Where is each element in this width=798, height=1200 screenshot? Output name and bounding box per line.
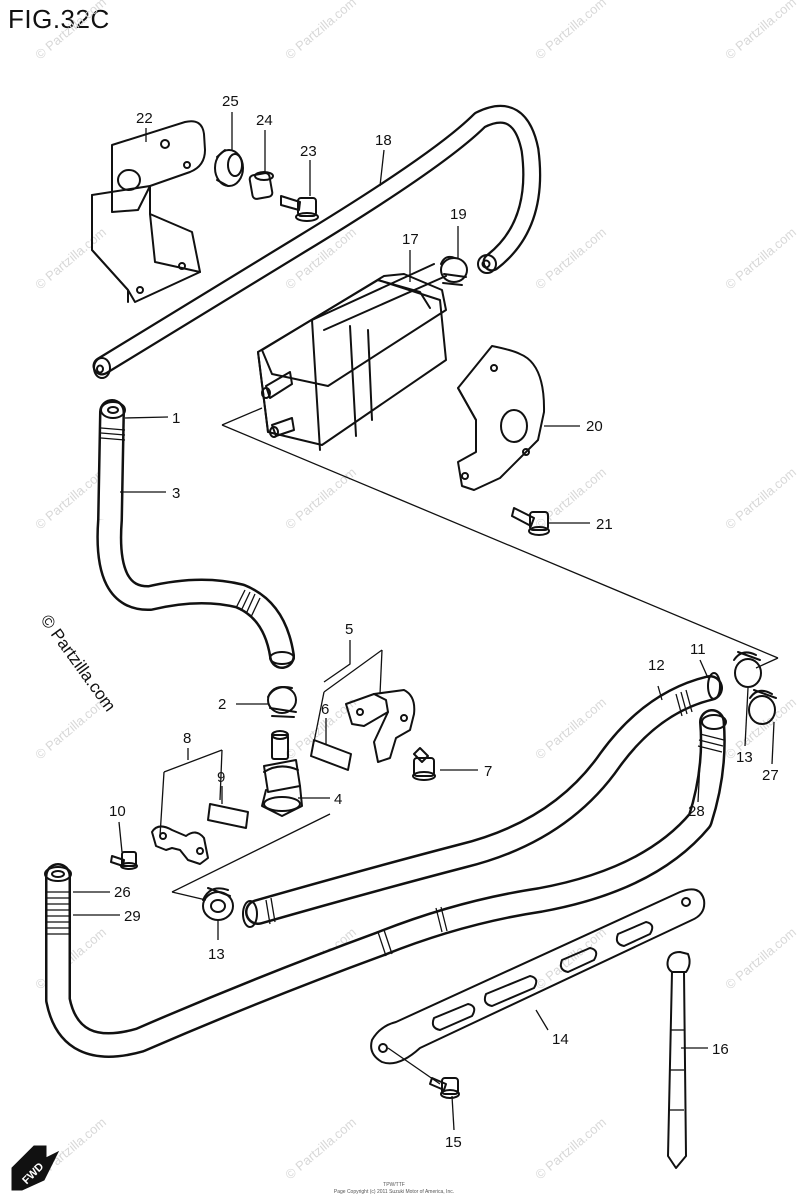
bracket-14 bbox=[370, 888, 706, 1065]
label-13-right: 13 bbox=[736, 749, 753, 766]
label-21: 21 bbox=[596, 516, 613, 533]
cable-tie-16 bbox=[666, 951, 691, 1169]
bracket-20 bbox=[457, 345, 546, 491]
reference-lines bbox=[159, 407, 779, 901]
label-12: 12 bbox=[648, 657, 665, 674]
watermark: © Partzilla.com bbox=[282, 0, 359, 62]
label-3: 3 bbox=[172, 485, 180, 502]
clamp-13-right bbox=[733, 651, 762, 688]
label-18: 18 bbox=[375, 132, 392, 149]
label-25: 25 bbox=[222, 93, 239, 110]
label-26: 26 bbox=[114, 884, 131, 901]
watermark: © Partzilla.com bbox=[722, 694, 798, 762]
hose-3 bbox=[96, 399, 295, 669]
clamp-19 bbox=[440, 255, 468, 286]
clamp-2 bbox=[267, 686, 297, 718]
hose-18 bbox=[92, 104, 542, 379]
label-16: 16 bbox=[712, 1041, 729, 1058]
canister-17 bbox=[257, 263, 447, 451]
label-1: 1 bbox=[172, 410, 180, 427]
part-labels: 1 2 3 4 5 6 7 8 9 10 11 12 13 13 14 15 1… bbox=[109, 93, 779, 1151]
watermark: © Partzilla.com bbox=[532, 0, 609, 62]
label-7: 7 bbox=[484, 763, 492, 780]
bracket-5 bbox=[345, 689, 416, 763]
label-11: 11 bbox=[690, 641, 706, 658]
bolt-23 bbox=[280, 195, 319, 222]
screw-15 bbox=[429, 1077, 460, 1099]
pad-9 bbox=[207, 803, 249, 829]
footer-line-1: TPW/TTF bbox=[383, 1182, 405, 1188]
watermark: © Partzilla.com bbox=[532, 924, 609, 992]
hose-12 bbox=[242, 672, 723, 928]
bolt-21 bbox=[511, 507, 550, 536]
watermark: © Partzilla.com bbox=[532, 694, 609, 762]
footer-line-2: Page Copyright (c) 2011 Suzuki Motor of … bbox=[334, 1189, 454, 1195]
label-8: 8 bbox=[183, 730, 191, 747]
label-2: 2 bbox=[218, 696, 226, 713]
watermark: © Partzilla.com bbox=[722, 0, 798, 62]
label-5: 5 bbox=[345, 621, 353, 638]
label-13-left: 13 bbox=[208, 946, 225, 963]
collar-24 bbox=[248, 171, 274, 200]
label-4: 4 bbox=[334, 791, 342, 808]
clamp-27 bbox=[748, 689, 777, 725]
label-6: 6 bbox=[321, 701, 329, 718]
leader-lines bbox=[73, 112, 775, 1131]
hose-29 bbox=[44, 709, 727, 1058]
pad-6 bbox=[310, 739, 352, 771]
side-copyright-mark: © Partzilla.com bbox=[37, 611, 120, 715]
clamp-13-left bbox=[202, 887, 234, 921]
watermark: © Partzilla.com bbox=[32, 0, 109, 62]
label-20: 20 bbox=[586, 418, 603, 435]
label-29: 29 bbox=[124, 908, 141, 925]
watermark: © Partzilla.com bbox=[532, 1114, 609, 1182]
label-22: 22 bbox=[136, 110, 153, 127]
watermark: © Partzilla.com bbox=[282, 1114, 359, 1182]
label-10: 10 bbox=[109, 803, 126, 820]
bolt-7 bbox=[412, 747, 436, 781]
label-9: 9 bbox=[217, 769, 225, 786]
watermark: © Partzilla.com bbox=[722, 924, 798, 992]
screw-10 bbox=[110, 851, 138, 870]
label-24: 24 bbox=[256, 112, 273, 129]
watermark: © Partzilla.com bbox=[722, 464, 798, 532]
grommet-25 bbox=[214, 149, 244, 187]
label-14: 14 bbox=[552, 1031, 569, 1048]
label-17: 17 bbox=[402, 231, 419, 248]
label-28: 28 bbox=[688, 803, 705, 820]
bracket-22 bbox=[91, 120, 206, 303]
label-19: 19 bbox=[450, 206, 467, 223]
label-15: 15 bbox=[445, 1134, 462, 1151]
label-27: 27 bbox=[762, 767, 779, 784]
watermark: © Partzilla.com bbox=[532, 224, 609, 292]
sensor-4 bbox=[261, 730, 303, 817]
label-23: 23 bbox=[300, 143, 317, 160]
watermark: © Partzilla.com bbox=[282, 464, 359, 532]
figure-title: FIG.32C bbox=[8, 4, 110, 34]
watermark: © Partzilla.com bbox=[722, 224, 798, 292]
watermark: © Partzilla.com bbox=[32, 224, 109, 292]
